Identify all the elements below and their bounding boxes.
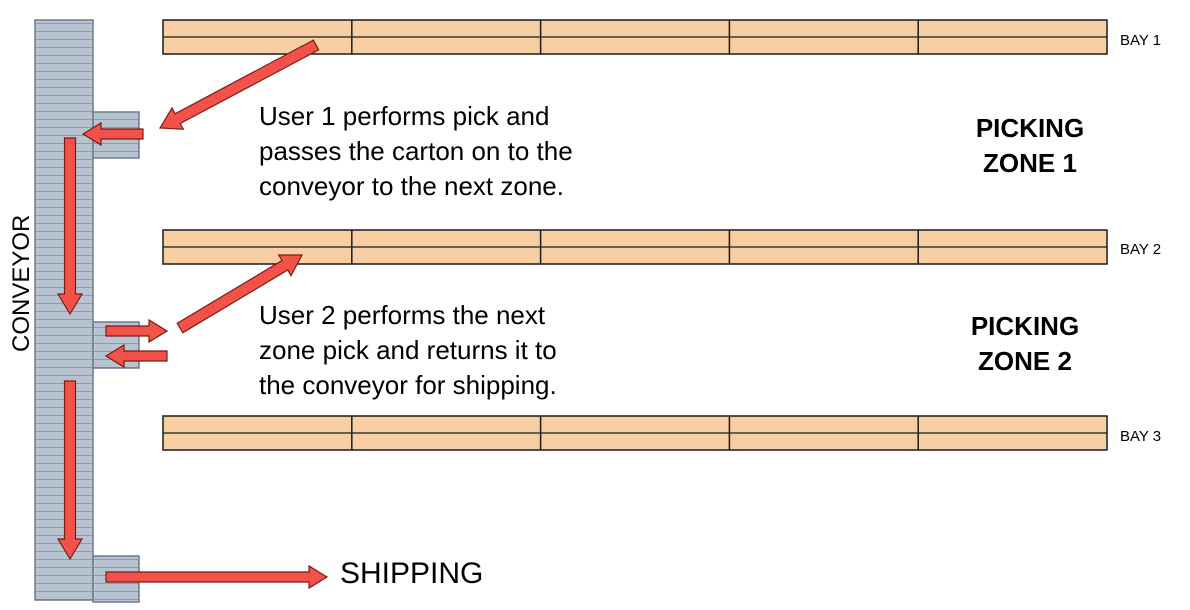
picking-zone-2-label: PICKING ZONE 2: [970, 311, 1080, 376]
arrow-spur2-back: [104, 343, 168, 369]
flow-arrows: [56, 39, 329, 590]
arrow-conveyor-down-1: [56, 137, 84, 316]
bay-2-shelf: [162, 229, 1108, 265]
arrow-bay1-to-spur: [158, 39, 320, 130]
picking-zone-1-label: PICKING ZONE 1: [975, 113, 1085, 178]
arrow-to-shipping: [105, 564, 329, 590]
arrow-user2-to-bay2: [176, 254, 304, 334]
bay-3-shelf: [162, 415, 1108, 451]
user-1-description: User 1 performs pick and passes the cart…: [259, 101, 573, 201]
arrow-spur2-out: [105, 318, 169, 344]
shelving-bays: [162, 19, 1108, 451]
shipping-label: SHIPPING: [340, 557, 484, 590]
conveyor-label: CONVEYOR: [8, 214, 35, 352]
bay-3-label: BAY 3: [1120, 428, 1162, 445]
user-2-description: User 2 performs the next zone pick and r…: [259, 300, 557, 400]
arrow-conveyor-down-2: [56, 380, 84, 561]
bay-1-shelf: [162, 19, 1108, 55]
bay-2-label: BAY 2: [1120, 241, 1162, 258]
arrow-spur1-to-conveyor: [81, 121, 144, 147]
bay-1-label: BAY 1: [1120, 32, 1162, 49]
